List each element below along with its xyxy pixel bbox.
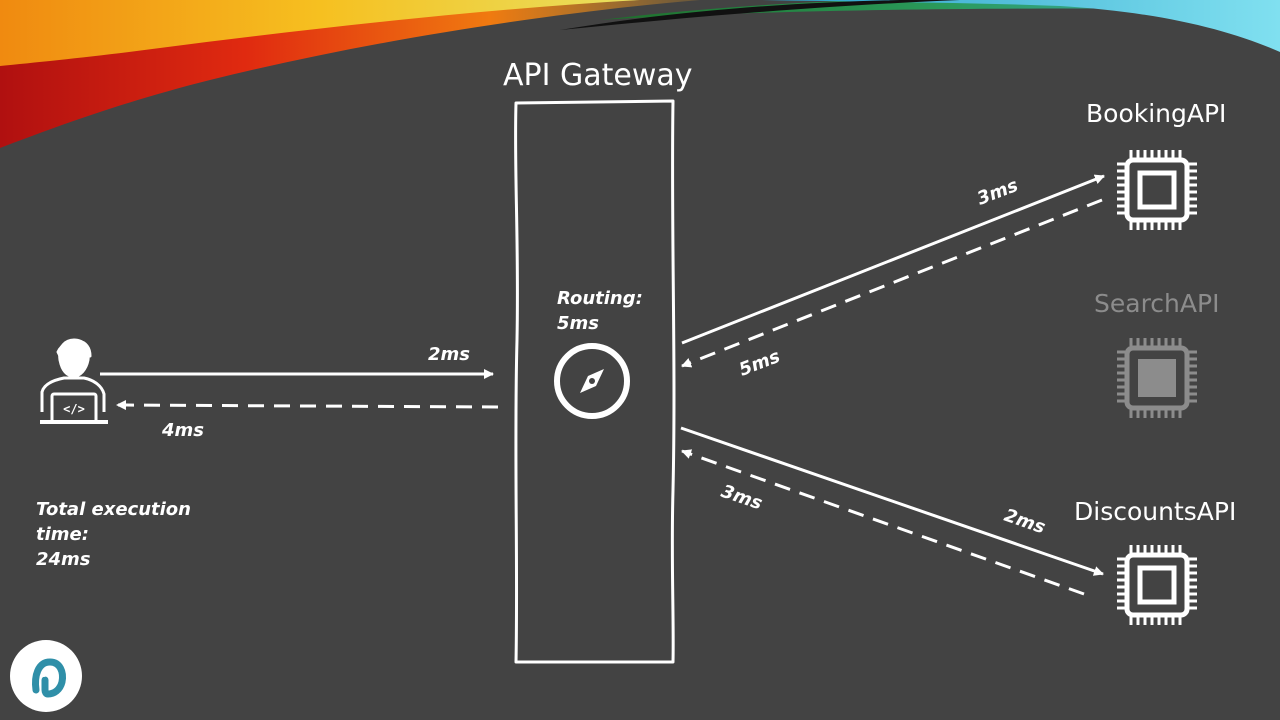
total-execution-time: Total execution time: 24ms: [36, 499, 191, 570]
discounts-service-label: DiscountsAPI: [1074, 497, 1237, 526]
booking-service-label: BookingAPI: [1086, 99, 1227, 128]
compass-icon: [554, 343, 630, 419]
client-response-arrow: [116, 400, 499, 411]
search-cpu-chip-icon: [1117, 338, 1197, 418]
booking-response-arrow: [681, 198, 1103, 368]
header-swoosh-decoration: [0, 0, 1280, 148]
discounts-request-time: 2ms: [1001, 505, 1048, 539]
discounts-response-time: 3ms: [718, 481, 765, 515]
discounts-request-arrow: [680, 426, 1104, 576]
gateway-title: API Gateway: [503, 58, 693, 93]
booking-request-time: 3ms: [974, 175, 1021, 210]
discounts-cpu-chip-icon: [1117, 545, 1197, 625]
routing-time-label: Routing: 5ms: [557, 288, 643, 334]
client-response-time: 4ms: [162, 420, 204, 441]
booking-cpu-chip-icon: [1117, 150, 1197, 230]
booking-request-arrow: [681, 174, 1105, 345]
search-service-label: SearchAPI: [1094, 289, 1220, 318]
developer-laptop-icon: </>: [40, 338, 108, 424]
client-request-time: 2ms: [428, 344, 470, 365]
api-gateway-box: [514, 99, 676, 664]
svg-text:</>: </>: [63, 402, 85, 416]
booking-response-time: 5ms: [736, 346, 783, 381]
brand-logo-icon: [10, 640, 82, 712]
discounts-response-arrow: [681, 449, 1085, 596]
